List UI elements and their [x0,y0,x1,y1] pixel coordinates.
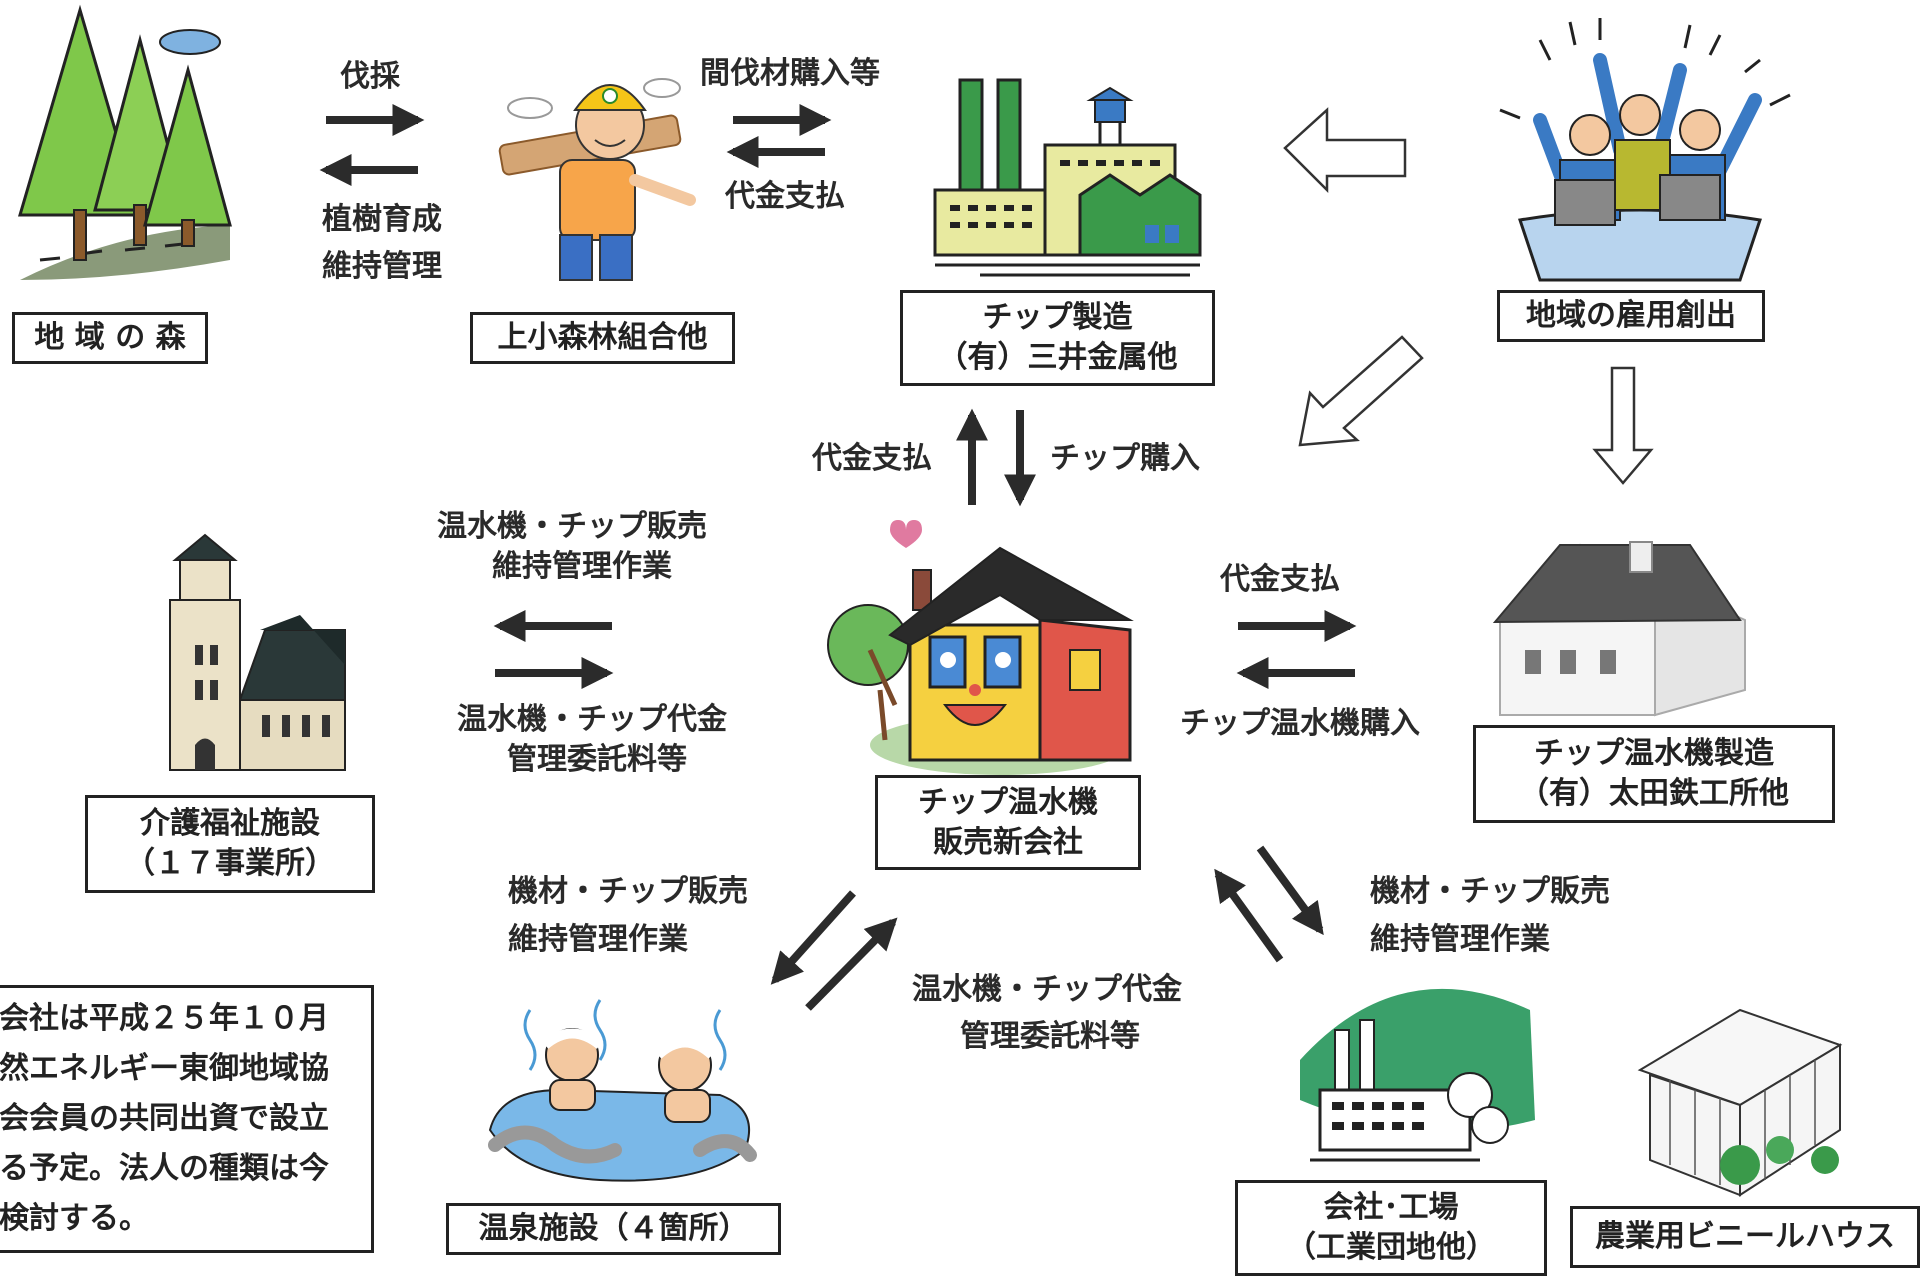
flow-label-payment-chip: 代金支払 [812,441,932,476]
node-hot-spring: 温泉施設（４箇所） [446,1203,781,1255]
new-company-house-illustration [827,520,1134,775]
arrow-spring-sales [770,890,856,985]
arrow-factory-sales [1256,845,1324,936]
node-factory-line1: 会社･工場 [1323,1190,1459,1225]
node-heater-maker-line1: チップ温水機製造 [1534,736,1774,771]
node-greenhouse-label: 農業用ビニールハウス [1595,1219,1895,1254]
flow-label-planting-1: 植樹育成 [322,202,442,237]
factory-illustration [1300,988,1535,1162]
flow-label-welfare-sales-2: 維持管理作業 [492,549,672,584]
flow-label-payment-union: 代金支払 [725,179,845,214]
note-line-5: 検討する。 [0,1201,149,1236]
note-line-2: 然エネルギー東御地域協 [0,1051,329,1086]
flow-label-welfare-payment-2: 管理委託料等 [507,742,687,777]
note-line-1: 会社は平成２５年１０月 [0,1001,329,1036]
node-employment: 地域の雇用創出 [1497,290,1765,342]
welfare-facility-illustration [169,533,346,771]
node-forest: 地 域 の 森 [12,312,208,364]
node-new-company: チップ温水機 販売新会社 [875,775,1141,870]
node-chip-maker-line2: （有）三井金属他 [937,340,1178,375]
node-welfare-line1: 介護福祉施設 [140,806,320,841]
hot-spring-illustration [488,999,757,1182]
node-forestry-union: 上小森林組合他 [470,312,735,364]
node-new-company-line1: チップ温水機 [918,784,1098,820]
flow-label-heater-purchase: チップ温水機購入 [1180,706,1420,741]
forestry-worker-illustration [498,78,696,281]
note-line-3: 会会員の共同出資で設立 [0,1101,329,1136]
flow-label-chip-purchase: チップ購入 [1050,441,1200,476]
hollow-arrow-to-heater-maker [1592,366,1654,485]
node-chip-maker: チップ製造 （有）三井金属他 [900,290,1215,386]
arrow-spring-payment [805,917,898,1011]
forest-illustration [17,4,232,280]
node-factory-line2: （工業団地他） [1286,1230,1496,1265]
flow-label-thinning-purchase: 間伐材購入等 [700,56,880,91]
chip-factory-illustration [933,78,1202,277]
node-forest-label: 地 域 の 森 [34,320,186,355]
node-heater-maker-line2: （有）太田鉄工所他 [1519,776,1789,811]
arrow-factory-payment [1214,868,1284,963]
note-box: 会社は平成２５年１０月 然エネルギー東御地域協 会会員の共同出資で設立 る予定。… [0,985,374,1253]
greenhouse-illustration [1637,1008,1843,1197]
node-welfare-line2: （１７事業所） [125,846,335,881]
flow-label-spring-payment-2: 管理委託料等 [960,1019,1140,1054]
node-heater-maker: チップ温水機製造 （有）太田鉄工所他 [1473,725,1835,823]
note-line-4: る予定。法人の種類は今 [0,1151,329,1186]
employment-illustration [1499,18,1791,282]
heater-maker-house-illustration [1492,541,1746,717]
flow-label-spring-payment-1: 温水機・チップ代金 [912,972,1182,1007]
flow-label-payment-heater: 代金支払 [1220,562,1340,597]
node-employment-label: 地域の雇用創出 [1526,298,1736,333]
flow-label-welfare-sales-1: 温水機・チップ販売 [437,509,707,544]
flow-label-planting-2: 維持管理 [322,249,442,284]
flow-label-factory-sales-2: 維持管理作業 [1370,922,1550,957]
hollow-arrow-to-factory [1283,107,1407,194]
node-hot-spring-label: 温泉施設（４箇所） [478,1211,749,1246]
node-chip-maker-line1: チップ製造 [982,300,1133,335]
hollow-arrow-to-new-company [1298,335,1424,447]
flow-label-felling: 伐採 [340,59,400,94]
node-factory: 会社･工場 （工業団地他） [1235,1180,1547,1276]
node-forestry-union-label: 上小森林組合他 [497,320,708,355]
node-greenhouse: 農業用ビニールハウス [1570,1206,1920,1268]
flow-label-spring-sales-1: 機材・チップ販売 [508,874,748,909]
node-welfare: 介護福祉施設 （１７事業所） [85,795,375,893]
flow-label-welfare-payment-1: 温水機・チップ代金 [457,702,727,737]
flow-label-spring-sales-2: 維持管理作業 [508,922,688,957]
flow-label-factory-sales-1: 機材・チップ販売 [1370,874,1610,909]
node-new-company-line2: 販売新会社 [933,824,1083,860]
